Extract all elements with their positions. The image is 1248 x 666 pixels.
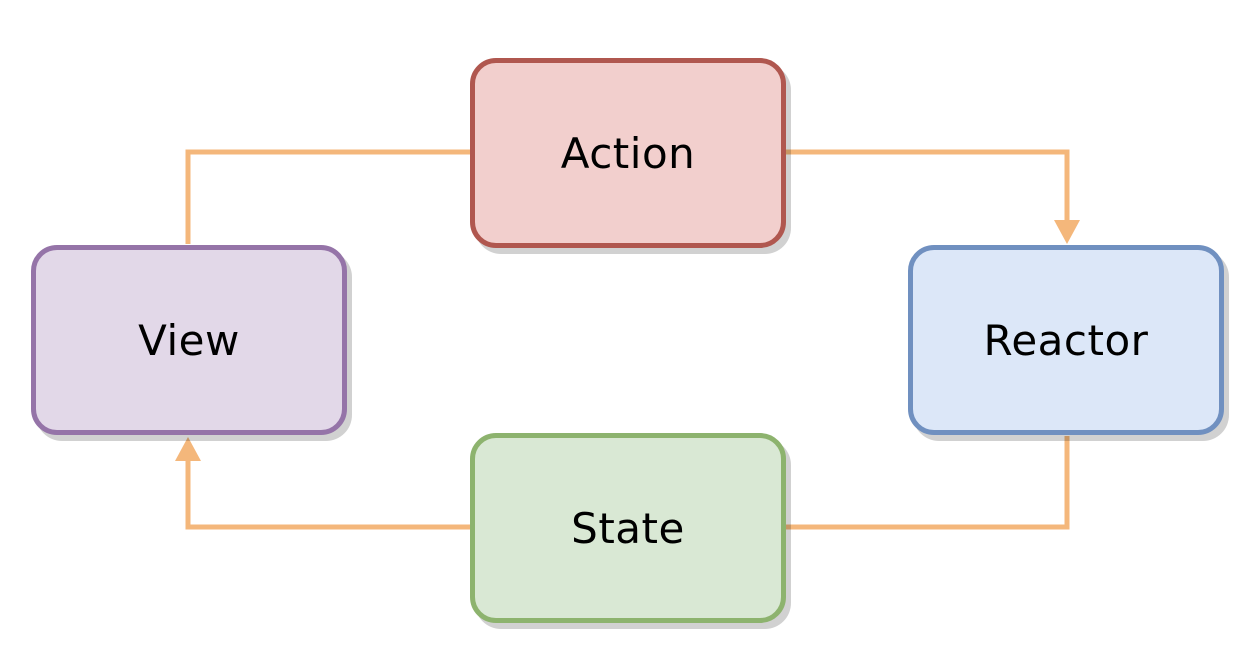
arrowhead-into-reactor — [1054, 220, 1080, 244]
view-label: View — [138, 315, 240, 365]
edge-reactor-to-state — [786, 436, 1070, 530]
action-node: Action — [470, 58, 786, 248]
state-node: State — [470, 433, 786, 623]
edge-view-to-action — [185, 149, 470, 244]
arrowhead-into-view — [175, 437, 201, 461]
reactor-label: Reactor — [983, 315, 1149, 365]
action-label: Action — [560, 128, 696, 178]
edge-action-to-reactor — [786, 149, 1070, 222]
edge-state-to-view — [185, 458, 470, 530]
reactor-node: Reactor — [908, 245, 1224, 435]
view-node: View — [31, 245, 347, 435]
state-label: State — [571, 503, 685, 553]
